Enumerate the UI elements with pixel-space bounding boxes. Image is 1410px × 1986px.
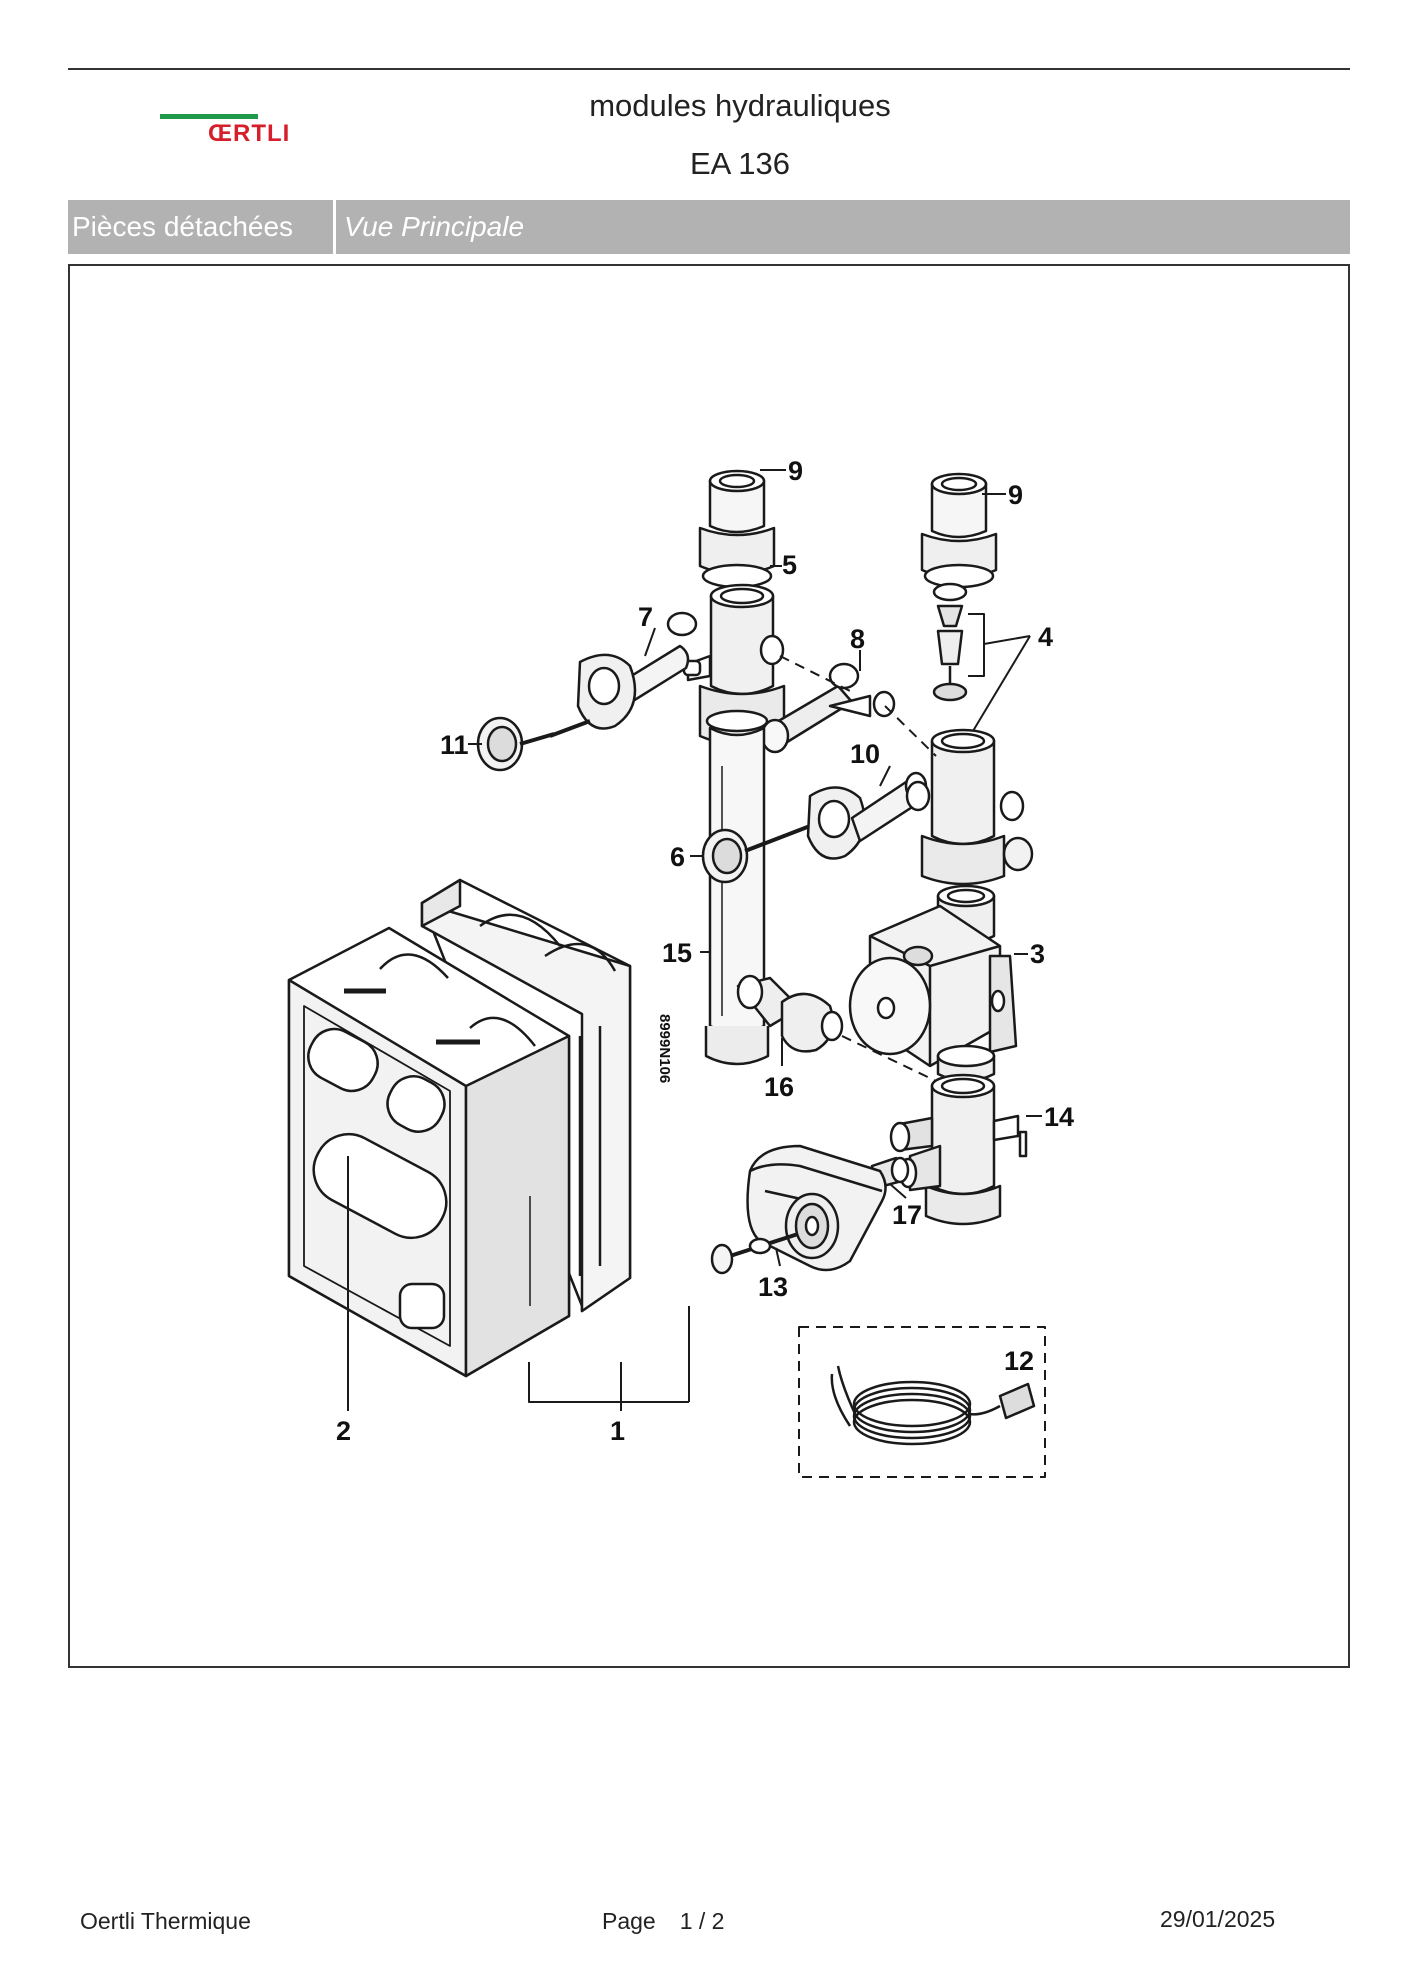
leader-4c — [969, 635, 1031, 737]
dashed-connector-elbow-to-mixer — [841, 1035, 937, 1082]
circulator-pump-3 — [848, 904, 1018, 1068]
dashed-connector-fill-to-valve — [884, 705, 937, 757]
left-union-nut-9 — [698, 469, 776, 589]
callout-1: 1 — [610, 1416, 625, 1446]
leader-10 — [879, 765, 891, 787]
callout-8: 8 — [850, 624, 865, 654]
callout-6: 6 — [670, 842, 685, 872]
leader-17 — [889, 1183, 907, 1199]
section-label-spare-parts: Pièces détachées — [68, 200, 336, 254]
check-valve-4 — [932, 582, 968, 702]
actuator-screw — [710, 1232, 799, 1275]
right-valve-body — [905, 728, 1034, 886]
leader-4b — [983, 635, 1031, 645]
callout-7: 7 — [638, 602, 653, 632]
callout-16: 16 — [764, 1072, 794, 1102]
leader-1 — [528, 1362, 622, 1403]
callout-14: 14 — [1044, 1102, 1074, 1132]
callout-9-left: 9 — [788, 456, 803, 486]
oertli-logo: ŒRTLI — [160, 114, 320, 158]
callout-13: 13 — [758, 1272, 788, 1302]
logo-text: ŒRTLI — [208, 120, 291, 147]
callout-17: 17 — [892, 1200, 922, 1230]
section-label-view: Vue Principale — [344, 211, 525, 242]
footer-date: 29/01/2025 — [1160, 1906, 1276, 1932]
callout-9-right: 9 — [1008, 480, 1023, 510]
mixing-valve-14 — [889, 1073, 1028, 1226]
leader-4 — [968, 613, 985, 677]
callout-15: 15 — [662, 938, 692, 968]
footer-page-label: Page — [602, 1908, 656, 1934]
leader-13 — [775, 1247, 781, 1267]
footer-company: Oertli Thermique — [80, 1908, 251, 1934]
fill-valve-8 — [760, 662, 896, 754]
callout-12: 12 — [1004, 1346, 1034, 1376]
section-bar: Pièces détachées Vue Principale — [68, 200, 1350, 254]
footer-page-number: 1 / 2 — [679, 1908, 725, 1934]
logo-green-bar — [160, 114, 258, 119]
dashed-connector-valve-to-fill — [779, 655, 851, 692]
document-subtitle: EA 136 — [690, 146, 790, 181]
callout-2: 2 — [336, 1416, 351, 1446]
cable-kit-box-12 — [798, 1326, 1046, 1478]
exploded-parts-diagram: 8999N106 1 2 3 4 5 6 7 8 9 9 10 11 12 13… — [287, 456, 1074, 1478]
sensor-cable-12 — [830, 1365, 1036, 1446]
drawing-frame: 8999N106 1 2 3 4 5 6 7 8 9 9 10 11 12 13… — [68, 264, 1350, 1668]
callout-3: 3 — [1030, 939, 1045, 969]
insulation-front-shell — [287, 926, 571, 1378]
right-union-nut-9 — [920, 472, 998, 589]
top-rule — [68, 68, 1350, 70]
callout-11: 11 — [440, 730, 469, 760]
thermometer-11 — [476, 716, 591, 772]
callout-5: 5 — [782, 550, 797, 580]
pipe-15 — [704, 709, 770, 1066]
thermometer-6 — [701, 824, 811, 884]
footer-pagination: Page 1 / 2 — [602, 1908, 748, 1935]
callout-4: 4 — [1038, 622, 1053, 652]
thermometer-clip-left — [576, 653, 637, 730]
union-elbow-16 — [736, 974, 844, 1053]
leader-7 — [644, 627, 656, 657]
drawing-reference-code: 8999N106 — [656, 1014, 673, 1083]
thermometer-clip-right — [806, 786, 866, 860]
callout-10: 10 — [850, 739, 880, 769]
document-title: modules hydrauliques — [589, 88, 891, 123]
